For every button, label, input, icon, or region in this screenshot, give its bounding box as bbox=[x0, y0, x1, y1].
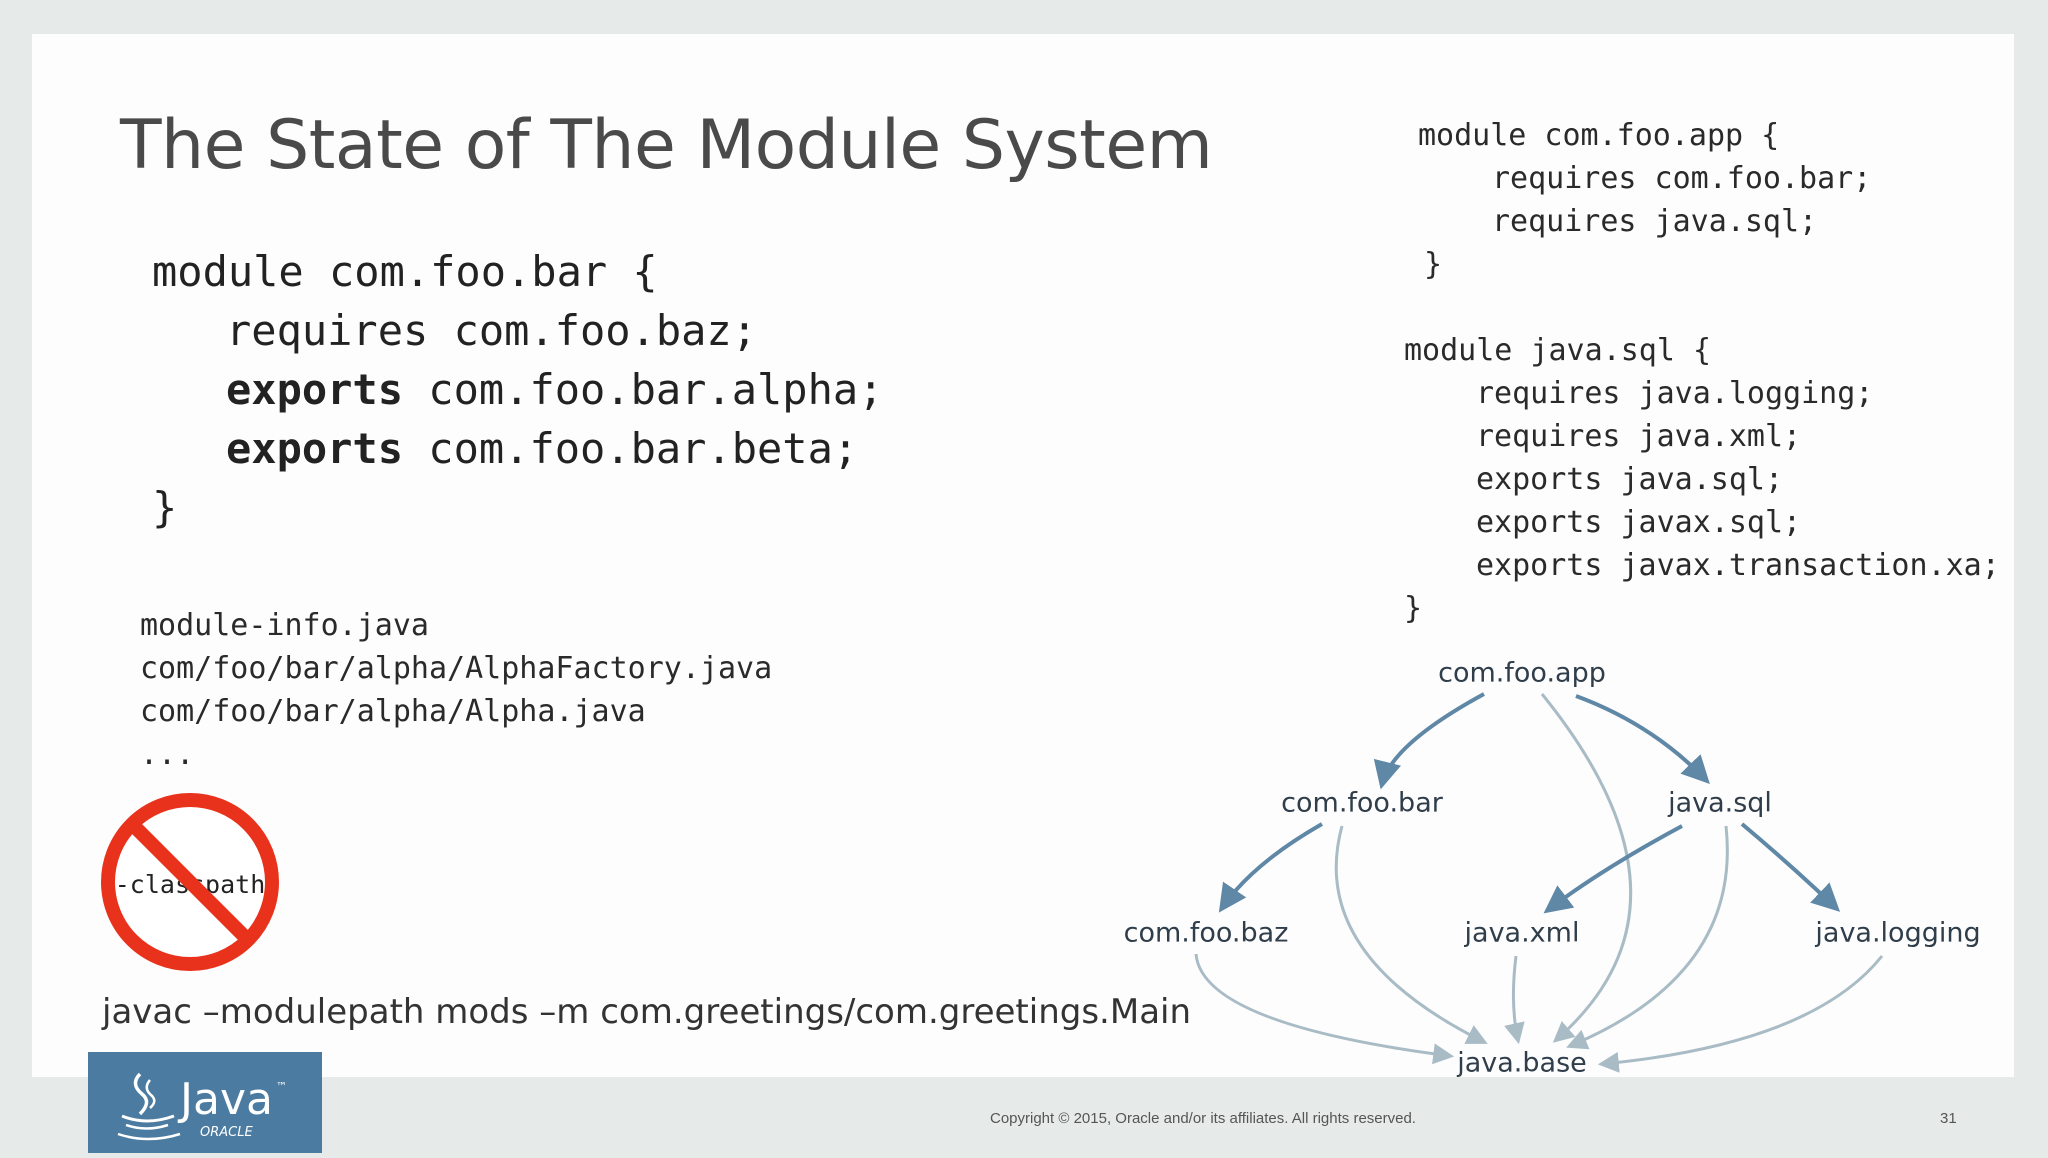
node-base: java.base bbox=[1456, 1048, 1587, 1079]
node-logging: java.logging bbox=[1814, 918, 1980, 949]
slide-title: The State of The Module System bbox=[120, 106, 1213, 185]
edge-xml-base bbox=[1504, 955, 1525, 1045]
module-graph: com.foo.app com.foo.bar java.sql com.foo.ba… bbox=[1124, 658, 1981, 1079]
code-line: module com.foo.app { bbox=[1418, 118, 1780, 153]
code-line: requires java.xml; bbox=[1476, 419, 1802, 454]
file-item: module-info.java bbox=[140, 608, 429, 643]
code-line: module com.foo.bar { bbox=[152, 247, 658, 296]
edge-logging-base bbox=[1597, 955, 1884, 1073]
code-line: exports javax.transaction.xa; bbox=[1476, 548, 2000, 583]
edge-bar-baz bbox=[1218, 822, 1323, 913]
node-sql: java.sql bbox=[1667, 788, 1772, 819]
node-bar: com.foo.bar bbox=[1281, 788, 1444, 819]
code-line: requires java.sql; bbox=[1492, 204, 1818, 239]
trademark-mark: ™ bbox=[276, 1080, 287, 1093]
file-item: com/foo/bar/alpha/Alpha.java bbox=[140, 694, 646, 729]
code-line: } bbox=[152, 483, 178, 532]
node-baz: com.foo.baz bbox=[1124, 918, 1289, 949]
keyword-exports: exports bbox=[226, 365, 404, 414]
code-line: requires com.foo.bar; bbox=[1492, 161, 1872, 196]
graph-nodes: com.foo.app com.foo.bar java.sql com.foo.ba… bbox=[1124, 658, 1981, 1079]
code-line: exports com.foo.bar.beta; bbox=[152, 419, 883, 478]
edge-baz-base bbox=[1194, 953, 1455, 1065]
no-classpath-sign: -classpath bbox=[98, 790, 282, 974]
code-line: requires com.foo.baz; bbox=[226, 306, 758, 355]
code-line: module java.sql { bbox=[1404, 333, 1712, 368]
graph-edges bbox=[1194, 692, 1884, 1073]
module-declaration-code: module com.foo.bar { requires com.foo.baz… bbox=[152, 242, 883, 537]
code-text: com.foo.bar.alpha; bbox=[403, 365, 884, 414]
node-app: com.foo.app bbox=[1438, 658, 1606, 689]
edge-sql-logging bbox=[1740, 822, 1841, 912]
blank-line bbox=[1418, 286, 2000, 329]
code-text: com.foo.bar.beta; bbox=[403, 424, 859, 473]
java-logo-icon: Java ™ ORACLE bbox=[117, 1072, 287, 1141]
oracle-wordmark: ORACLE bbox=[200, 1125, 253, 1140]
code-line: exports com.foo.bar.alpha; bbox=[152, 360, 883, 419]
edge-sql-base bbox=[1566, 825, 1729, 1050]
edge-bar-base bbox=[1334, 825, 1488, 1044]
edge-sql-xml bbox=[1543, 824, 1683, 914]
code-line: requires java.logging; bbox=[1476, 376, 1874, 411]
edge-app-bar bbox=[1373, 692, 1485, 790]
file-item: ... bbox=[140, 737, 195, 772]
app-and-sql-module-code: module com.foo.app { requires com.foo.bar… bbox=[1404, 114, 2000, 630]
code-line: exports javax.sql; bbox=[1476, 505, 1802, 540]
code-line: exports java.sql; bbox=[1476, 462, 1784, 497]
file-list: module-info.java com/foo/bar/alpha/AlphaF… bbox=[140, 604, 772, 776]
copyright-notice: Copyright © 2015, Oracle and/or its affi… bbox=[990, 1110, 1416, 1127]
java-oracle-logo: Java ™ ORACLE bbox=[88, 1052, 322, 1153]
page-number: 31 bbox=[1940, 1110, 1957, 1127]
node-xml: java.xml bbox=[1464, 918, 1580, 949]
code-line: } bbox=[1424, 247, 1443, 282]
java-wordmark: Java bbox=[177, 1074, 273, 1125]
javac-command: javac –modulepath mods –m com.greetings/… bbox=[102, 992, 1192, 1032]
code-line: } bbox=[1404, 591, 1423, 626]
slide: The State of The Module System module co… bbox=[32, 34, 2014, 1079]
edge-app-base bbox=[1540, 693, 1633, 1043]
edge-app-sql bbox=[1575, 694, 1710, 785]
file-item: com/foo/bar/alpha/AlphaFactory.java bbox=[140, 651, 773, 686]
keyword-exports: exports bbox=[226, 424, 404, 473]
no-entry-icon: -classpath bbox=[101, 793, 279, 971]
